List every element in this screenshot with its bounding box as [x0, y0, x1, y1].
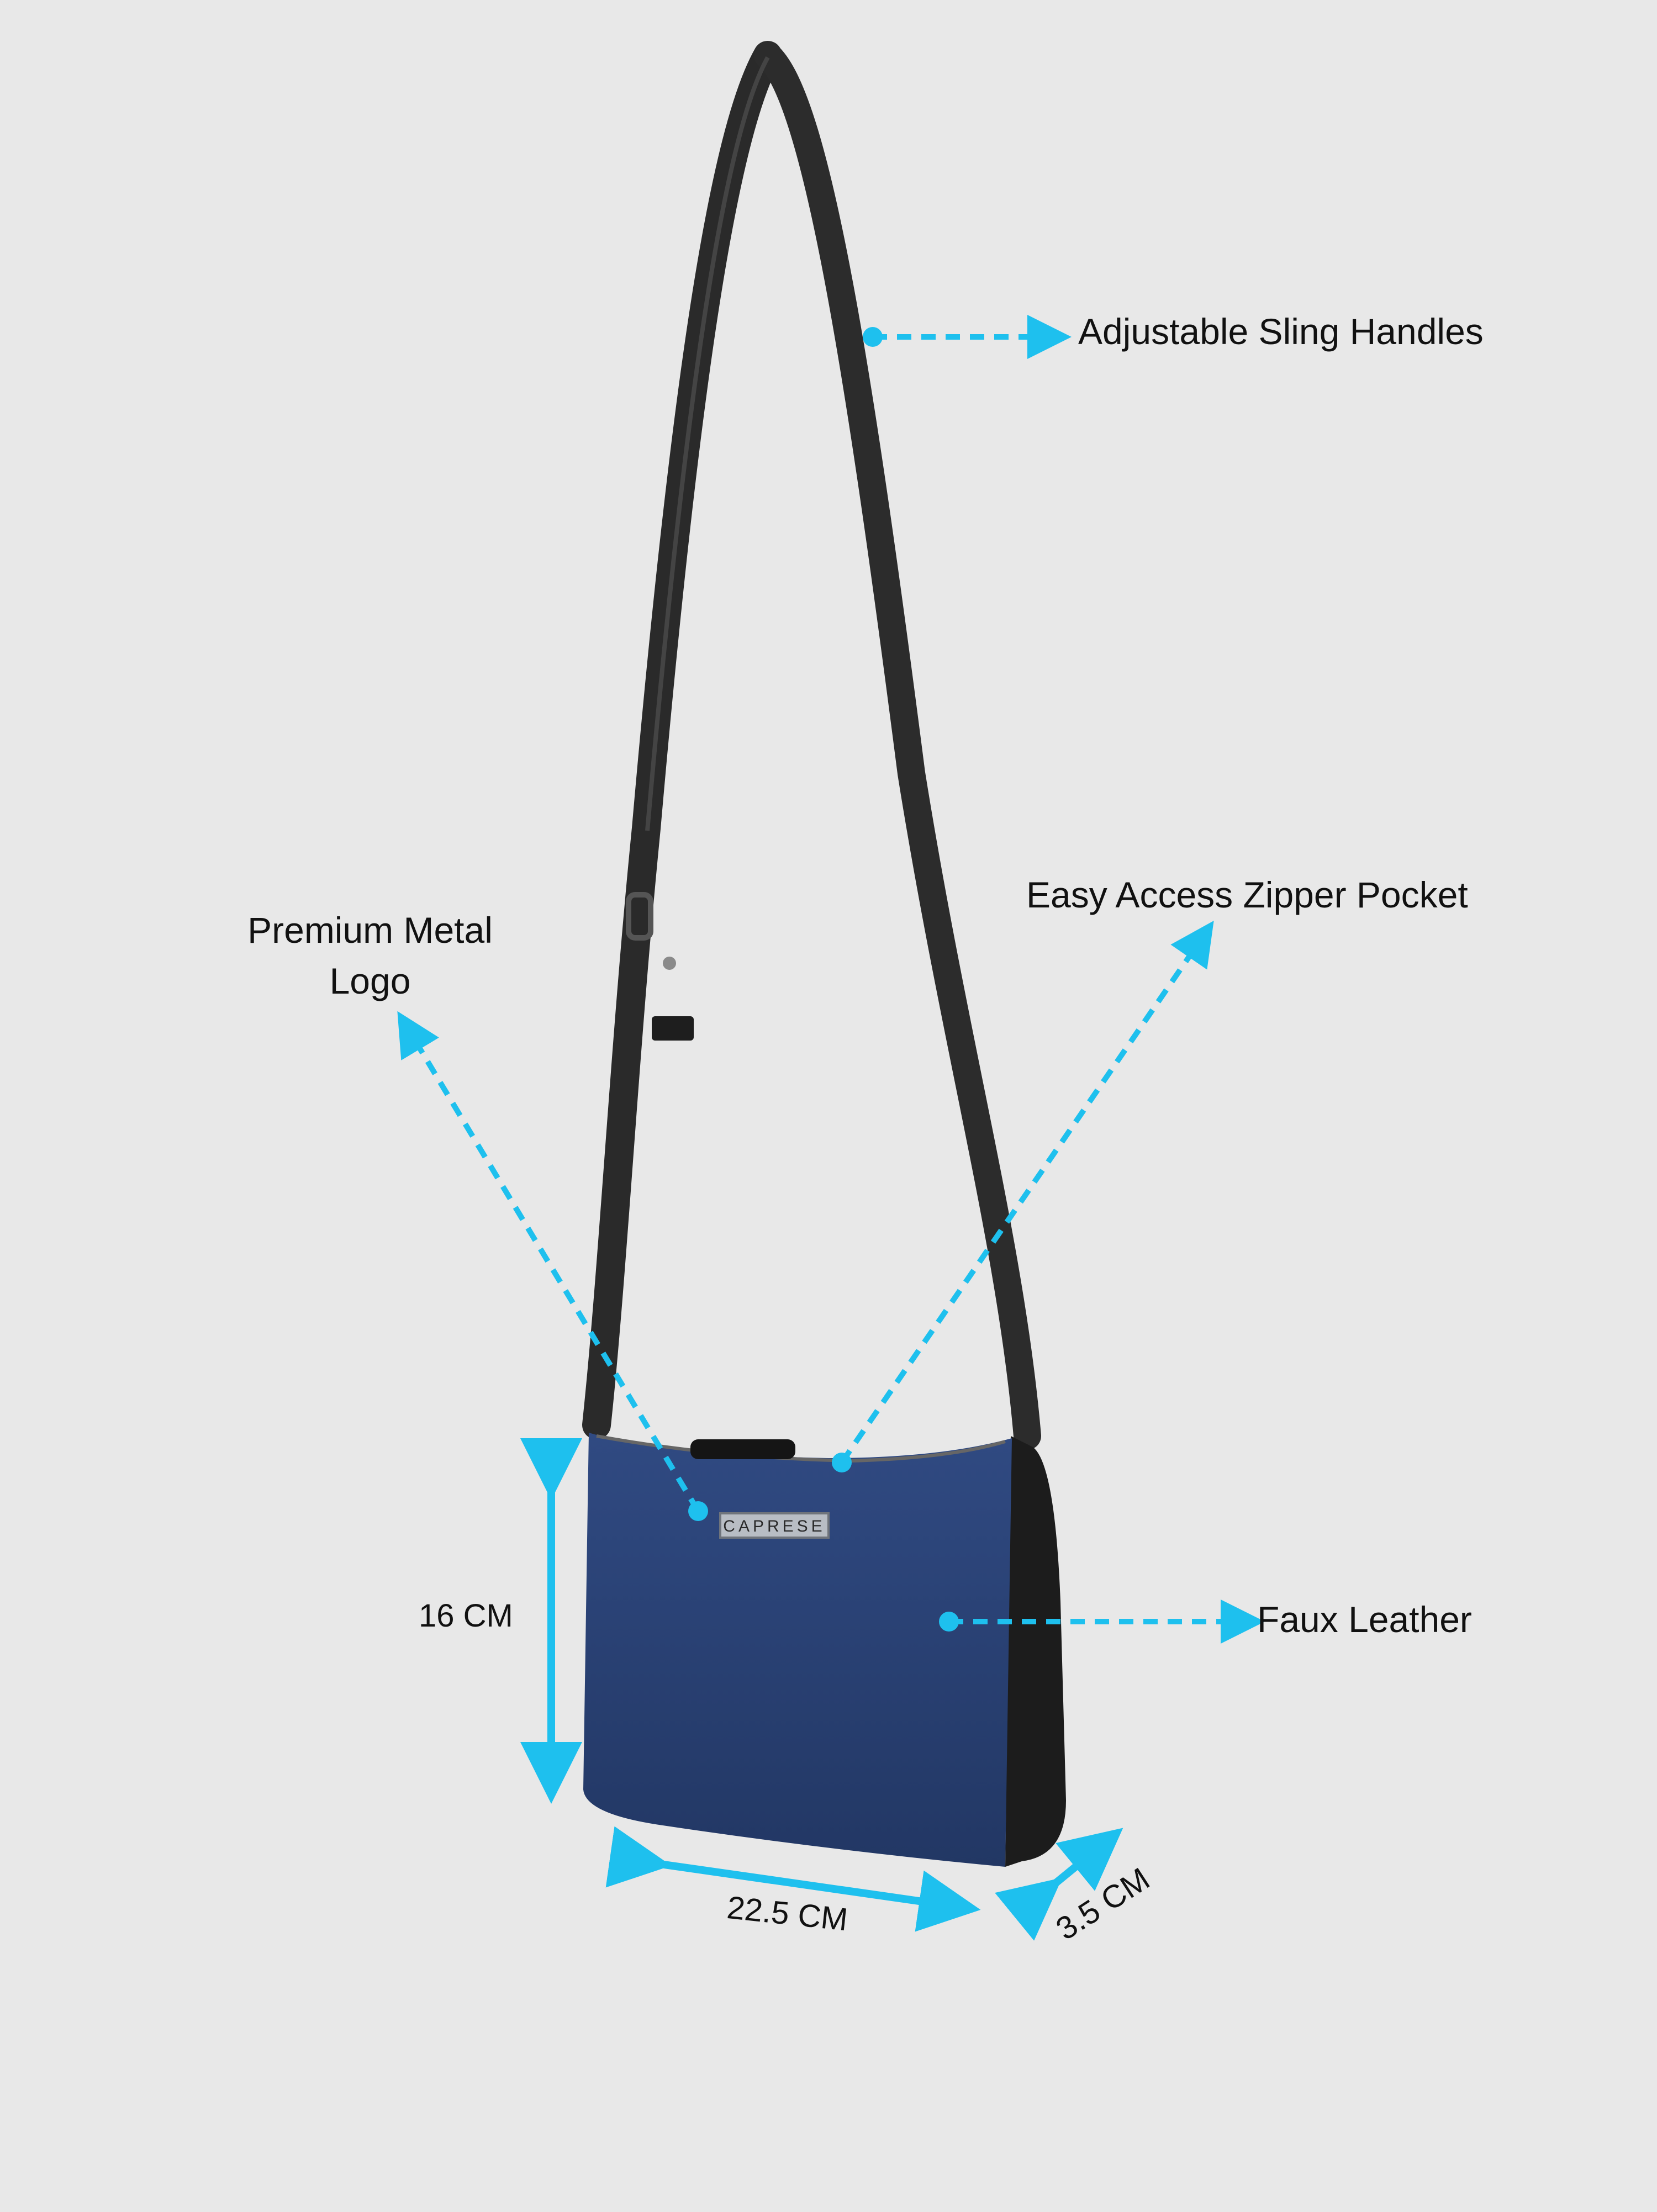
dimension-label-height: 16 CM [419, 1598, 513, 1634]
feature-label-zipper: Easy Access Zipper Pocket [1026, 874, 1468, 915]
feature-label-sling: Adjustable Sling Handles [1078, 311, 1484, 352]
strap-right [754, 41, 1041, 1450]
bag-side [1005, 1436, 1066, 1867]
logo-plate [719, 1512, 830, 1539]
strap-buckle [626, 892, 653, 941]
feature-label-leather: Faux Leather [1257, 1599, 1472, 1640]
bag-front [583, 1433, 1012, 1867]
feature-label-logo: Premium Metal Logo [247, 910, 493, 1001]
zipper-pull [690, 1439, 795, 1459]
logo-plate-text: CAPRESE [723, 1517, 825, 1535]
strap [582, 41, 782, 1439]
